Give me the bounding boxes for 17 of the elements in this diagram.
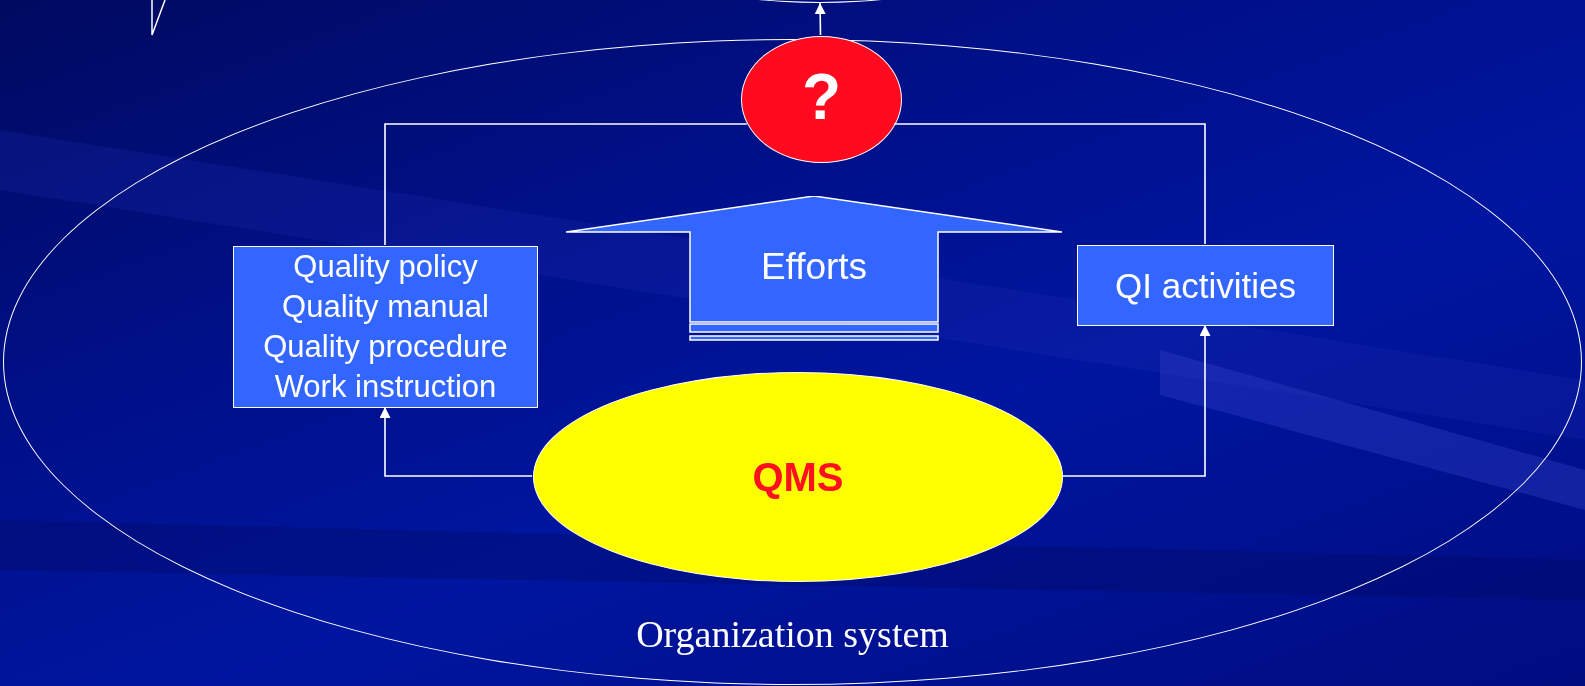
box-text: QI activities xyxy=(1114,265,1297,306)
arrow xyxy=(814,2,826,36)
box-text: Work instruction xyxy=(273,368,498,406)
ellipse-label: QMS xyxy=(751,454,845,500)
connector-line xyxy=(384,123,748,246)
box-text: Quality procedure xyxy=(262,328,509,366)
efforts-arrow xyxy=(566,196,1062,344)
connector-line xyxy=(893,123,1206,245)
arrow-label: Efforts xyxy=(759,246,869,288)
question-mark: ? xyxy=(800,61,843,133)
arrow xyxy=(1061,324,1211,477)
document-box xyxy=(1077,245,1334,326)
document-box xyxy=(233,246,538,408)
arrow xyxy=(379,406,533,477)
box-text: Quality policy xyxy=(292,248,479,286)
box-text: Quality manual xyxy=(281,288,490,326)
system-label: Organization system xyxy=(635,612,950,656)
